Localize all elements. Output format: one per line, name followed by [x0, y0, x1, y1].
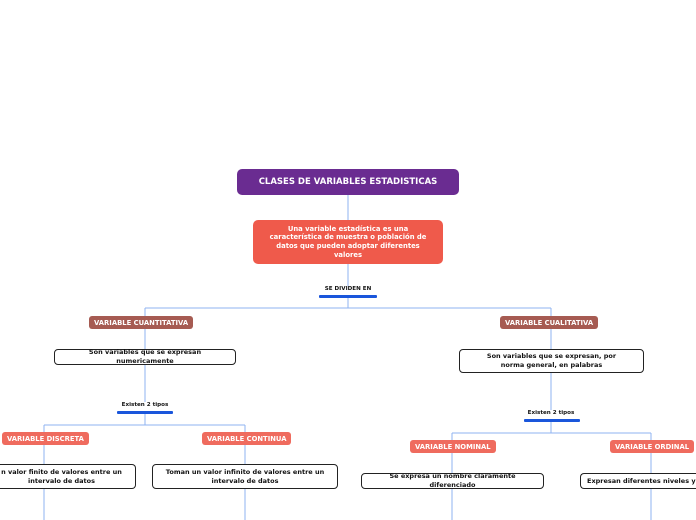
- connector-label-qualitative: Existen 2 tipos: [527, 410, 575, 416]
- quantitative-title: VARIABLE CUANTITATIVA: [94, 318, 189, 327]
- ordinal-description-node[interactable]: Expresan diferentes niveles y o: [580, 473, 696, 489]
- root-title: CLASES DE VARIABLES ESTADISTICAS: [258, 177, 438, 187]
- qualitative-title: VARIABLE CUALITATIVA: [505, 318, 594, 327]
- quantitative-description: Son variables que se expresan numericame…: [88, 348, 202, 365]
- continuous-title: VARIABLE CONTINUA: [207, 434, 287, 443]
- definition-text: Una variable estadística es una caracter…: [269, 224, 427, 259]
- connector-bar-qualitative: [524, 419, 580, 422]
- connector-bar-main: [319, 295, 377, 298]
- quantitative-topic[interactable]: VARIABLE CUANTITATIVA: [89, 316, 194, 329]
- quantitative-description-node[interactable]: Son variables que se expresan numericame…: [54, 348, 236, 365]
- nominal-topic[interactable]: VARIABLE NOMINAL: [410, 440, 496, 453]
- root-topic[interactable]: CLASES DE VARIABLES ESTADISTICAS: [237, 169, 459, 195]
- connector-label-quantitative: Existen 2 tipos: [121, 402, 169, 408]
- qualitative-description: Son variables que se expresan, por norma…: [486, 352, 617, 369]
- discrete-title: VARIABLE DISCRETA: [7, 434, 84, 443]
- connector-label-main: SE DIVIDEN EN: [324, 286, 372, 292]
- continuous-description-node[interactable]: Toman un valor infinito de valores entre…: [152, 464, 338, 489]
- ordinal-description: Expresan diferentes niveles y o: [587, 476, 696, 485]
- ordinal-title: VARIABLE ORDINAL: [615, 442, 690, 451]
- connector-bar-quantitative: [117, 411, 173, 414]
- continuous-topic[interactable]: VARIABLE CONTINUA: [202, 432, 292, 445]
- nominal-description: Se expresa un nombre claramente diferenc…: [389, 472, 516, 489]
- nominal-description-node[interactable]: Se expresa un nombre claramente diferenc…: [361, 472, 544, 489]
- qualitative-description-node[interactable]: Son variables que se expresan, por norma…: [459, 349, 644, 373]
- definition-node[interactable]: Una variable estadística es una caracter…: [253, 220, 443, 264]
- discrete-description: n valor finito de valores entre un inter…: [1, 467, 122, 485]
- ordinal-topic[interactable]: VARIABLE ORDINAL: [610, 440, 695, 453]
- continuous-description: Toman un valor infinito de valores entre…: [165, 467, 325, 485]
- nominal-title: VARIABLE NOMINAL: [415, 442, 491, 451]
- qualitative-topic[interactable]: VARIABLE CUALITATIVA: [500, 316, 599, 329]
- discrete-description-node[interactable]: n valor finito de valores entre un inter…: [0, 464, 136, 489]
- discrete-topic[interactable]: VARIABLE DISCRETA: [2, 432, 89, 445]
